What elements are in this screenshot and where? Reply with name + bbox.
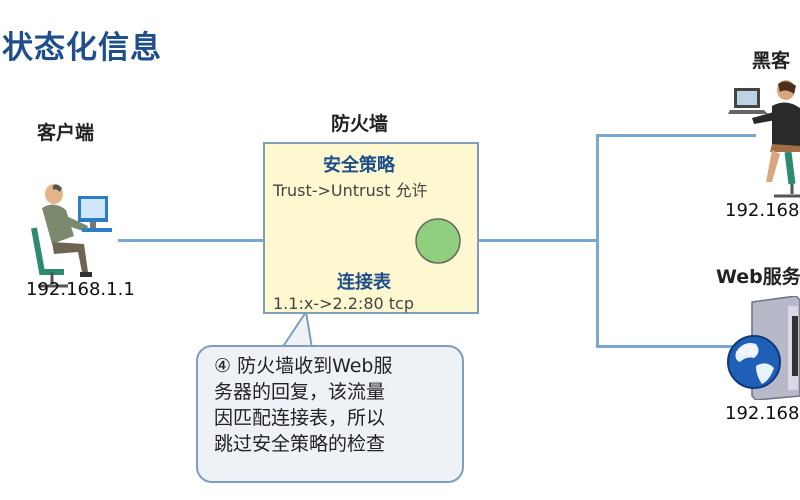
callout-pointer xyxy=(250,309,320,349)
callout-line: 因匹配连接表，所以 xyxy=(214,407,386,429)
connection-table-entry: 1.1:x->2.2:80 tcp xyxy=(273,294,414,313)
status-circle-icon xyxy=(414,217,462,265)
page-title: 状态化信息 xyxy=(2,30,162,66)
security-policy-rule: Trust->Untrust 允许 xyxy=(273,181,428,200)
callout-line: 务器的回复，该流量 xyxy=(214,381,386,403)
client-ip: 192.168.1.1 xyxy=(26,279,135,300)
switch-webserver-link xyxy=(596,345,736,348)
web-server-label: Web服务 xyxy=(716,266,800,288)
web-server-ip: 192.168 xyxy=(725,403,800,424)
hacker-label: 黑客 xyxy=(752,50,791,72)
firewall-label: 防火墙 xyxy=(331,113,389,135)
callout-box: ④ 防火墙收到Web服 务器的回复，该流量 因匹配连接表，所以 跳过安全策略的检… xyxy=(196,345,464,483)
client-user-icon xyxy=(22,180,122,290)
client-firewall-link xyxy=(118,239,264,242)
client-label: 客户端 xyxy=(37,122,95,144)
hacker-user-icon xyxy=(728,80,800,198)
callout-line: ④ 防火墙收到Web服 xyxy=(214,355,393,377)
security-policy-title: 安全策略 xyxy=(323,155,395,176)
web-server-icon xyxy=(726,295,800,401)
callout-line: 跳过安全策略的检查 xyxy=(214,433,386,455)
firewall-switch-link xyxy=(479,239,599,242)
switch-hacker-link xyxy=(596,134,756,137)
hacker-ip: 192.168 xyxy=(725,200,800,221)
switch-vertical-link xyxy=(596,134,599,347)
connection-table-title: 连接表 xyxy=(337,272,391,293)
